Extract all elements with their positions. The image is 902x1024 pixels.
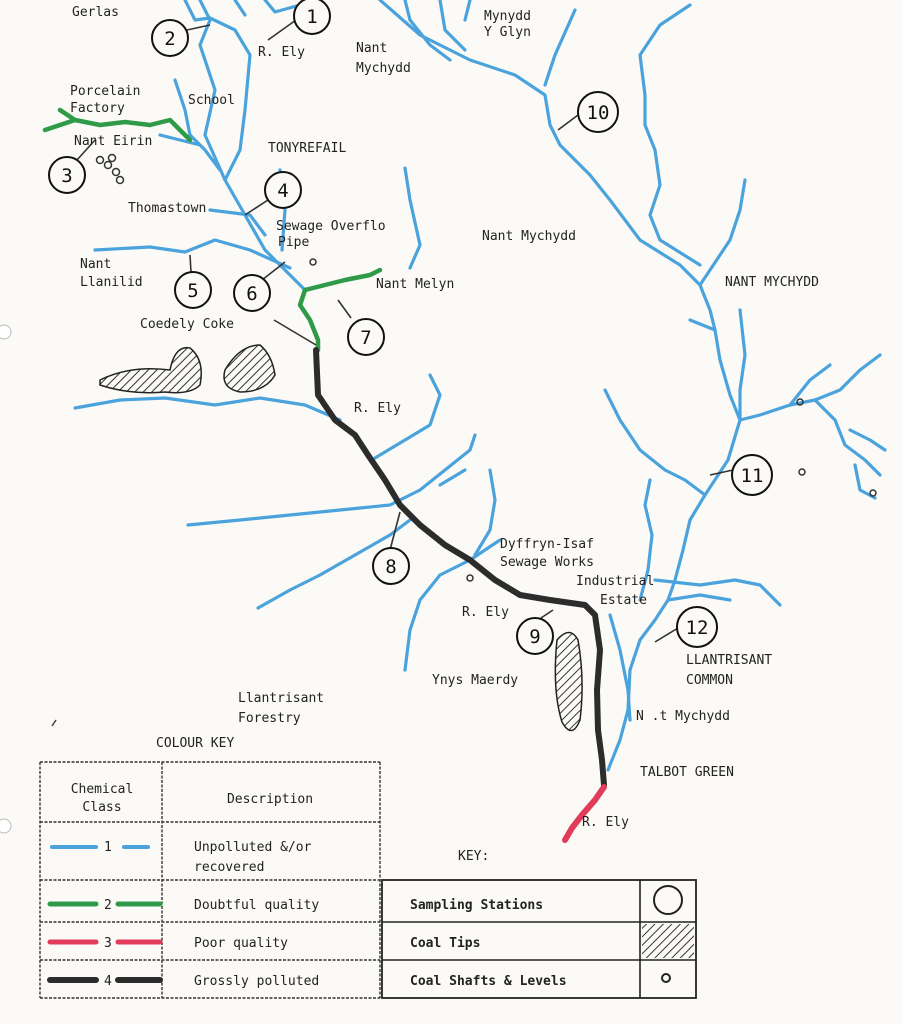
svg-text:10: 10 [587,102,610,124]
label-nant-top-2: Mychydd [356,61,411,76]
place-labels: Gerlas R. Ely Nant Mychydd Mynydd Y Glyn… [70,5,819,830]
label-ynys-maerdy: Ynys Maerdy [432,673,518,688]
stray-mark [51,719,57,727]
label-porcelain-1: Porcelain [70,84,140,99]
label-r-ely-mid: R. Ely [354,401,401,416]
station-10: 10 [577,91,619,133]
svg-text:11: 11 [741,465,764,487]
sampling-stations: 1 2 3 4 5 6 7 8 9 10 11 12 [48,0,773,655]
coal-tip-symbol [642,924,694,958]
label-industrial-1: Industrial [576,574,654,589]
symbol-key: KEY: Sampling Stations Coal Tips Coal Sh… [381,849,697,999]
station-5: 5 [174,271,212,309]
station-9: 9 [516,617,554,655]
svg-text:recovered: recovered [194,860,264,875]
col-header-description: Description [227,792,313,807]
svg-text:Grossly polluted: Grossly polluted [194,974,319,989]
svg-text:5: 5 [187,280,198,302]
poor-quality-river [562,784,607,843]
station-3: 3 [48,156,86,194]
key-row-class-4: 4 Grossly polluted [47,974,319,989]
label-gerlas: Gerlas [72,5,119,20]
station-8: 8 [372,547,410,585]
label-mynydd-2: Y Glyn [484,25,531,40]
label-llantrisant-common-2: COMMON [686,673,733,688]
svg-text:2: 2 [164,28,175,50]
coal-shaft-symbol [661,973,671,983]
label-coedely-coke: Coedely Coke [140,317,234,332]
label-industrial-2: Estate [600,593,647,608]
colour-key: COLOUR KEY Chemical Class Description 1 … [39,736,381,999]
key-row-class-1: 1 Unpolluted &/or recovered [50,840,312,875]
station-pointers [76,19,734,643]
svg-text:7: 7 [360,327,371,349]
label-llantrisant-forestry-1: Llantrisant [238,691,324,706]
svg-text:4: 4 [104,974,112,989]
station-1: 1 [293,0,331,35]
label-tonyrefail: TONYREFAIL [268,141,346,156]
key-coal-shafts: Coal Shafts & Levels [410,974,567,989]
label-sewage-overflow-1: Sewage Overflo [276,219,386,234]
svg-text:Poor quality: Poor quality [194,936,288,951]
label-nant-llanilid-2: Llanilid [80,275,143,290]
label-nant-mychydd-mid: Nant Mychydd [482,229,576,244]
label-school: School [188,93,235,108]
svg-text:3: 3 [61,165,72,187]
svg-text:Unpolluted &/or: Unpolluted &/or [194,840,312,855]
coal-shafts [95,153,877,582]
sampling-station-symbol [653,885,683,915]
station-12: 12 [676,606,718,648]
key-coal-tips: Coal Tips [410,936,480,951]
station-4: 4 [264,171,302,209]
label-dyffryn-2: Sewage Works [500,555,594,570]
svg-text:9: 9 [529,626,540,648]
key-row-class-3: 3 Poor quality [47,936,288,951]
coal-tips [99,344,583,732]
col-header-class-1: Chemical [71,782,134,797]
label-nant-mychydd-right: NANT MYCHYDD [725,275,819,290]
label-nant-llanilid-1: Nant [80,257,111,272]
label-r-ely-bottom: R. Ely [582,815,629,830]
svg-text:6: 6 [246,283,257,305]
key-row-class-2: 2 Doubtful quality [47,898,319,913]
label-talbot-green: TALBOT GREEN [640,765,734,780]
doubtful-quality-streams [42,107,383,353]
grossly-polluted-river [313,347,607,788]
label-r-ely-lower: R. Ely [462,605,509,620]
label-r-ely-top: R. Ely [258,45,305,60]
col-header-class-2: Class [82,800,121,815]
label-dyffryn-1: Dyffryn-Isaf [500,537,594,552]
station-6: 6 [233,274,271,312]
svg-text:12: 12 [686,617,709,639]
label-nant-top-1: Nant [356,41,387,56]
label-nant-mychydd-bottom: N .t Mychydd [636,709,730,724]
label-nant-eirin: Nant Eirin [74,134,152,149]
svg-text:Doubtful quality: Doubtful quality [194,898,319,913]
label-llantrisant-common-1: LLANTRISANT [686,653,772,668]
label-nant-melyn: Nant Melyn [376,277,454,292]
svg-text:8: 8 [385,556,396,578]
svg-text:3: 3 [104,936,112,951]
station-2: 2 [151,19,189,57]
svg-text:2: 2 [104,898,112,913]
colour-key-title: COLOUR KEY [156,736,234,751]
binder-hole-bottom [0,818,12,834]
label-llantrisant-forestry-2: Forestry [238,711,301,726]
label-sewage-overflow-2: Pipe [278,235,309,250]
symbol-key-title: KEY: [458,849,489,864]
binder-hole-top [0,324,12,340]
svg-text:1: 1 [104,840,112,855]
key-sampling-stations: Sampling Stations [410,898,543,913]
station-7: 7 [347,318,385,356]
unpolluted-streams [73,0,887,772]
svg-text:1: 1 [306,6,317,28]
label-thomastown: Thomastown [128,201,206,216]
station-11: 11 [731,454,773,496]
label-mynydd-1: Mynydd [484,9,531,24]
label-porcelain-2: Factory [70,101,125,116]
svg-text:4: 4 [277,180,288,202]
